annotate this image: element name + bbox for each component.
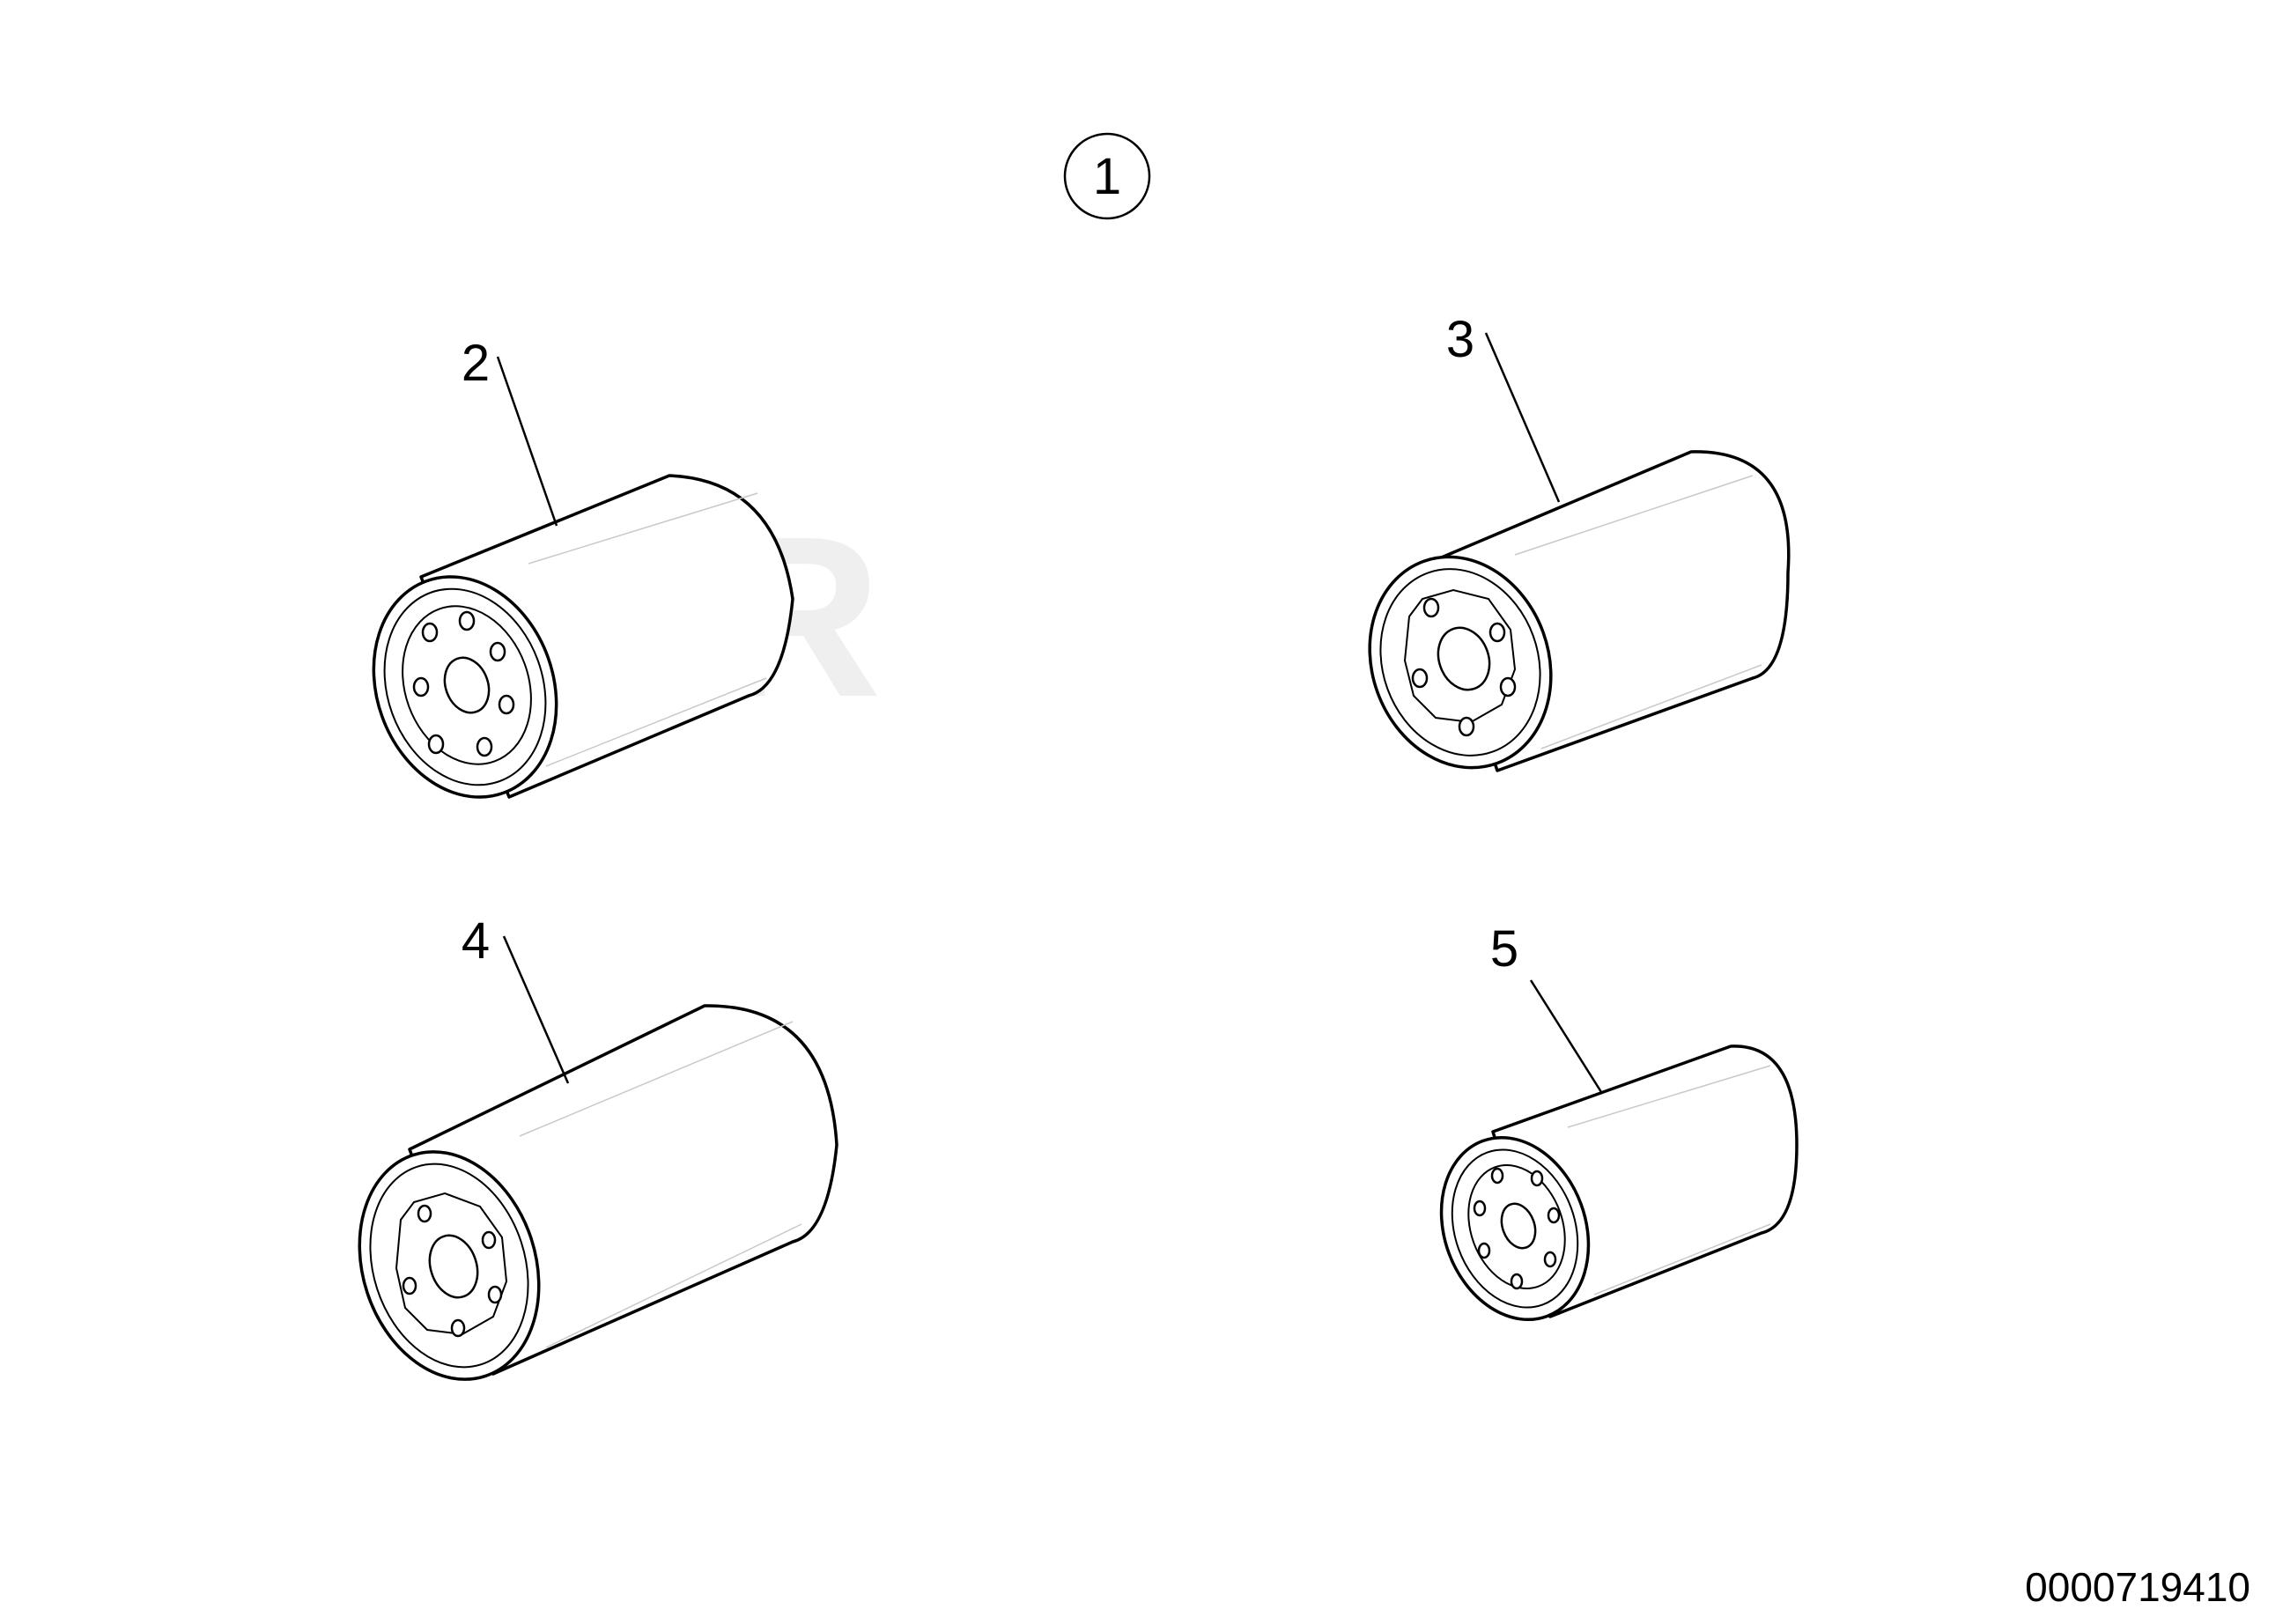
inlet-hole [481,1230,497,1250]
center-thread-hole [1500,1202,1537,1250]
inlet-hole [476,736,493,757]
inlet-hole [1473,1200,1487,1217]
inlet-hole [450,1318,466,1338]
filter-5[interactable]: 5 [1417,920,1799,1340]
gasket-ring [383,587,547,786]
inlet-hole [1458,716,1475,737]
inlet-hole [421,622,439,643]
callout-circle [1063,132,1151,220]
callout-label-4: 4 [462,912,490,970]
leader-line-4 [502,935,570,1084]
inlet-hole [489,641,506,662]
inner-plate [1467,1164,1566,1289]
inlet-hole [1488,622,1506,643]
callout-label-3: 3 [1446,311,1474,368]
callout-label-2: 2 [462,335,490,392]
inlet-hole [487,1285,503,1304]
body-shadow-line [545,1223,802,1348]
body-highlight [519,1021,794,1137]
inlet-hole [1530,1170,1544,1187]
body-highlight [1567,1065,1771,1128]
leader-line-5 [1529,979,1603,1093]
filter-2[interactable]: PR 2 [344,335,882,823]
inlet-hole [1510,1273,1524,1290]
inlet-hole [417,1204,432,1223]
filter-3[interactable]: O 3 [1341,311,1791,794]
gasket-ring [1451,1148,1579,1309]
center-thread-hole [443,656,491,714]
gasket-ring [369,1163,529,1369]
center-thread-hole [428,1234,479,1299]
leader-line-3 [1484,332,1561,503]
body-shadow-line [1540,664,1762,749]
inlet-hole [1543,1251,1557,1268]
inlet-hole [427,734,445,755]
body-highlight [1514,475,1754,556]
inlet-hole [1422,597,1440,618]
body-highlight [528,492,758,565]
inner-plate [402,605,532,765]
inlet-hole [1499,676,1517,698]
inlet-hole [1477,1242,1491,1259]
callout-label-1: 1 [1093,148,1121,205]
inlet-hole [1490,1167,1504,1185]
center-thread-hole [1437,626,1491,691]
inlet-hole [1547,1207,1561,1224]
inlet-hole [412,676,430,698]
reference-number: 0000719410 [2025,1564,2250,1610]
inlet-hole [498,694,515,715]
inlet-hole [402,1276,417,1296]
leader-line-2 [496,356,558,527]
filter-4[interactable]: 4 [331,912,838,1403]
gasket-ring [1379,568,1541,757]
group-callout-1[interactable]: 1 [1063,132,1151,220]
inlet-hole [1411,668,1429,689]
inlet-hole [458,610,476,631]
body-shadow-line [1593,1223,1771,1296]
body-shadow-line [545,677,767,767]
callout-label-5: 5 [1490,920,1518,978]
